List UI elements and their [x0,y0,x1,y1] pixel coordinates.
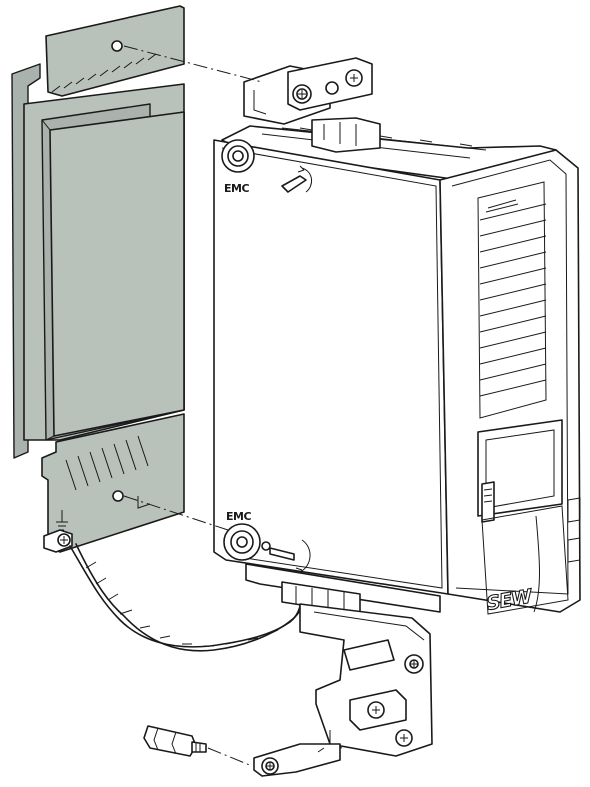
shield-clamp-bracket [253,603,433,777]
ground-symbol-icon [56,510,68,531]
inverter-housing: SEW EMC EMC [213,57,581,615]
side-panel [439,149,581,613]
emc-label-bottom: EMC [226,510,251,523]
upper-mounting-hole [111,40,123,52]
emc-screw-top [221,139,255,173]
top-connector [311,117,381,153]
front-panel [213,139,449,595]
standoff-bolt [143,725,207,757]
backplate-assembly [11,5,185,553]
assembly-guide-lines [123,45,263,767]
emc-screw-icon-top [281,165,312,193]
ground-screw [43,529,73,553]
status-module [477,419,563,517]
ground-cable [69,543,306,652]
emc-screw-bottom [223,523,261,561]
emc-label-top: EMC [224,182,249,195]
emc-screw-icon-bottom [261,539,311,577]
ventilation-grille [477,181,547,419]
lower-mounting-hole [112,490,124,502]
